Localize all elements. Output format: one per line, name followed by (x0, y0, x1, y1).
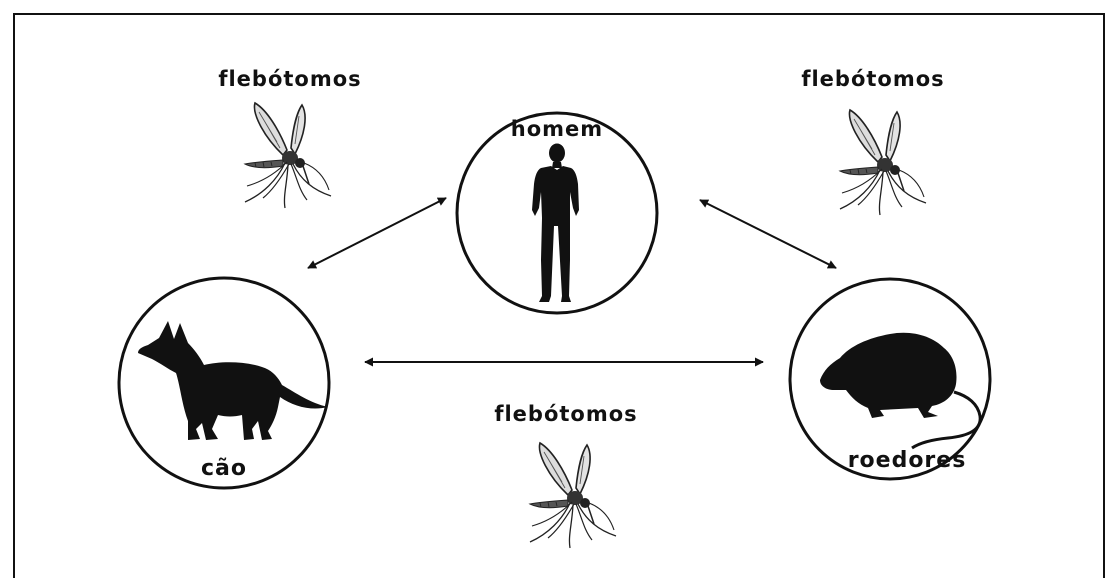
vector-top-right: flebótomos (801, 67, 944, 215)
sandfly-icon (245, 103, 331, 208)
vector-label-bottom: flebótomos (494, 402, 637, 426)
vector-label-top-right: flebótomos (801, 67, 944, 91)
vector-top-left: flebótomos (218, 67, 361, 208)
sandfly-icon (840, 110, 926, 215)
node-homem: homem (457, 113, 657, 313)
arrow-homem-roedores (700, 200, 836, 268)
vector-bottom: flebótomos (494, 402, 637, 548)
sandfly-icon (530, 443, 616, 548)
node-label-roedores: roedores (848, 448, 967, 473)
node-roedores: roedores (790, 279, 990, 479)
vector-label-top-left: flebótomos (218, 67, 361, 91)
arrow-homem-cao (308, 198, 446, 268)
node-label-cao: cão (201, 456, 247, 481)
node-label-homem: homem (511, 117, 603, 141)
node-cao: cão (119, 278, 329, 488)
